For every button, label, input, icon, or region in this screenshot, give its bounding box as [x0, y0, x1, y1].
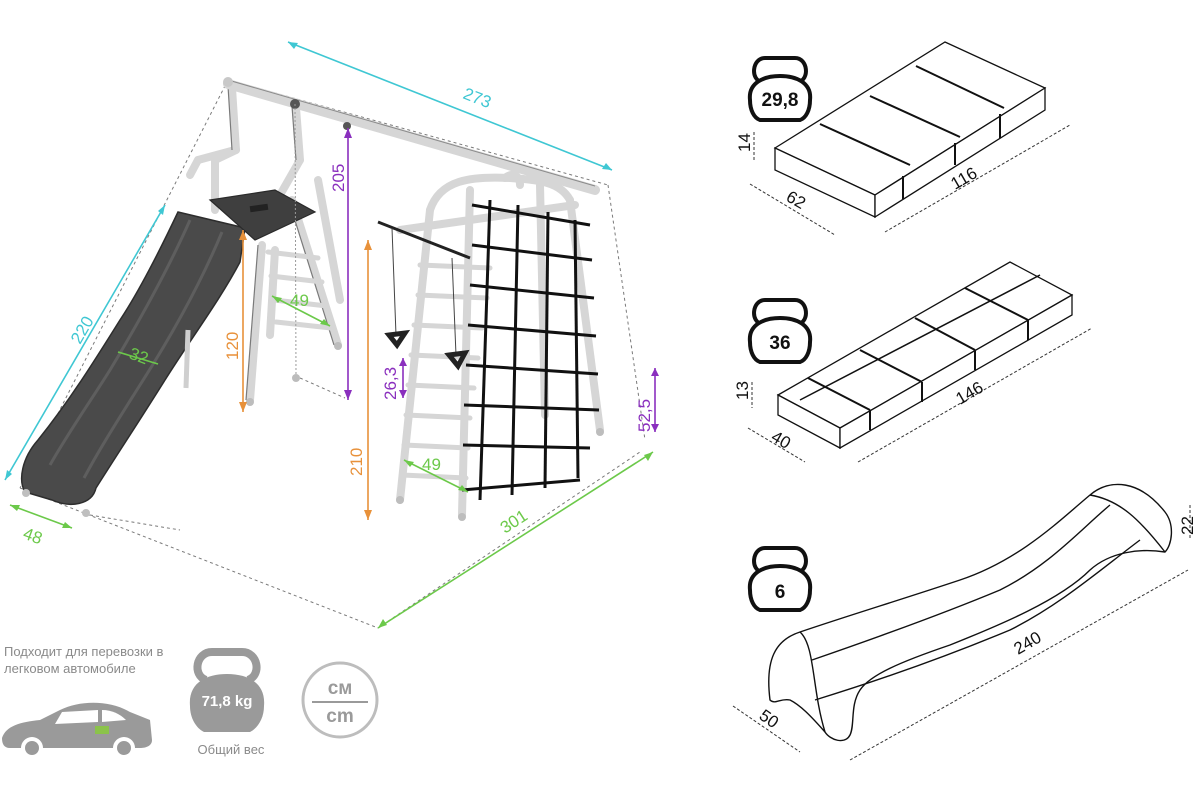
package-2-weight: 36: [769, 333, 790, 354]
tower-frame: [186, 84, 344, 404]
dim-frame-height-label: 205: [329, 164, 348, 192]
ground-guides: [19, 79, 646, 629]
car-icon: [2, 702, 152, 759]
tower-edges: [227, 85, 335, 401]
kettlebell-icon: 71,8 kg: [189, 648, 265, 732]
box-2: [776, 261, 1074, 450]
box-1: [773, 41, 1047, 219]
dim-slide-length-label: 220: [67, 313, 98, 347]
kettlebell-icon: 29,8: [747, 56, 813, 122]
package-2-length: 146: [953, 378, 987, 409]
package-3: 6 50 240 22: [732, 483, 1197, 761]
frame-feet: [246, 342, 604, 521]
dim-rings-height-label: 26,3: [381, 367, 400, 400]
dim-ladder-height: 52,5: [635, 368, 659, 432]
dim-slide-width-label: 48: [21, 524, 45, 548]
package-1-weight: 29,8: [762, 90, 799, 111]
kettlebell-icon: 6: [747, 546, 813, 612]
dim-slide-width: 48: [9, 504, 73, 548]
total-weight-label: Общий вес: [197, 742, 265, 757]
climber-ladder: [399, 262, 493, 481]
climbing-net: [461, 199, 600, 501]
dim-ladder-height-label: 52,5: [635, 399, 654, 432]
package-2-height: 13: [733, 381, 752, 400]
dim-climber-step: 49: [403, 455, 469, 493]
unit-bottom: cm: [326, 706, 353, 727]
dim-tower-step-label: 49: [290, 291, 309, 310]
box-1-dims: [749, 124, 1071, 236]
platform: [208, 189, 317, 241]
package-3-depth: 50: [756, 706, 782, 732]
assembly-drawing: 273 301 220 48 32 49: [4, 41, 659, 629]
box-2-dims: [747, 327, 1093, 463]
slide-part: [768, 483, 1173, 742]
unit-top: см: [328, 678, 353, 699]
package-1-height: 14: [735, 133, 754, 152]
crossbar: [377, 220, 471, 356]
dim-crossbar-height-label: 210: [347, 448, 366, 476]
kettlebell-icon: 36: [747, 298, 813, 364]
package-3-height: 22: [1178, 516, 1197, 535]
dim-rings-height: 26,3: [381, 358, 407, 400]
dim-crossbar-height: 210: [347, 240, 372, 520]
package-1: 29,8 14 62 116: [735, 41, 1071, 236]
slide-part-dims: [732, 505, 1191, 761]
transport-caption: Подходит для перевозки в легковом автомо…: [4, 644, 164, 676]
dim-platform-height-label: 120: [223, 332, 242, 360]
dim-base-length: 301: [377, 451, 654, 629]
package-3-weight: 6: [775, 582, 786, 603]
package-2: 36 13 40 146: [733, 261, 1093, 463]
package-1-depth: 62: [783, 187, 809, 213]
dim-top-width-label: 273: [461, 84, 494, 112]
package-2-depth: 40: [768, 427, 794, 453]
gym-rings: [384, 329, 470, 371]
hanging-rope: [294, 103, 297, 379]
top-beam: [223, 77, 600, 195]
dim-climber-step-label: 49: [422, 455, 441, 474]
units-icon: см cm: [301, 661, 379, 739]
dim-platform-height: 120: [223, 230, 247, 412]
slide: [21, 211, 246, 517]
dim-tower-step: 49: [271, 291, 331, 327]
total-weight-value: 71,8 kg: [202, 693, 253, 710]
dim-frame-height: 205: [329, 128, 352, 400]
